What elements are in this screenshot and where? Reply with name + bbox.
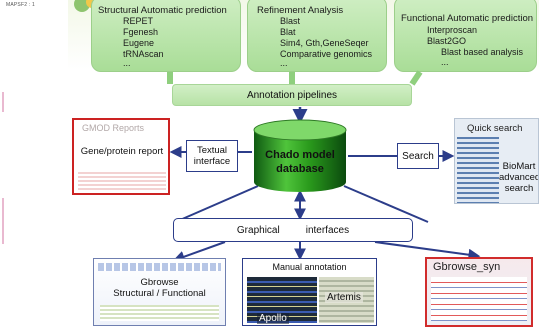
chado-to-gbrowse-diagonal: [179, 185, 259, 221]
interfaces-word: interfaces: [305, 224, 350, 236]
refinement-item: Blat: [280, 27, 296, 37]
edge-mark: [2, 92, 4, 112]
chado-database-icon: Chado model database: [253, 119, 347, 192]
artemis-screenshot: Artemis: [319, 277, 374, 323]
gmod-reports-panel: GMOD Reports Gene/protein report: [72, 118, 170, 195]
functional-item: Blast based analysis: [441, 47, 524, 57]
gbrowse-subtitle: Structural / Functional: [113, 288, 206, 299]
apollo-label: Apollo: [257, 313, 289, 324]
refinement-analysis-box: Refinement Analysis Blast Blat Sim4, Gth…: [247, 0, 387, 72]
structural-item: tRNAscan: [123, 49, 164, 59]
functional-title: Functional Automatic prediction: [401, 13, 534, 24]
gbrowse-title: Gbrowse: [140, 277, 179, 288]
gbrowse-tracks: [100, 305, 219, 321]
gbrowse-panel: Gbrowse Structural / Functional: [93, 258, 226, 326]
chado-label-line1: Chado model: [265, 149, 335, 161]
structural-prediction-box: Structural Automatic prediction REPET Fg…: [91, 0, 241, 72]
gmod-reports-title: GMOD Reports: [82, 123, 145, 133]
figure-id: MAPSF2 : 1: [6, 2, 35, 8]
refinement-item: Blast: [280, 16, 301, 26]
structural-title: Structural Automatic prediction: [98, 5, 227, 16]
manual-annotation-title: Manual annotation: [272, 262, 347, 272]
functional-prediction-box: Functional Automatic prediction Interpro…: [394, 0, 537, 72]
annotation-pipelines-band: Annotation pipelines: [172, 84, 412, 106]
edge-mark: [2, 198, 4, 244]
graphical-interfaces-band: Graphical interfaces: [173, 218, 413, 242]
gbrowse-syn-panel: Gbrowse_syn: [425, 257, 533, 327]
refinement-item: Comparative genomics: [280, 49, 373, 59]
graphical-word: Graphical: [236, 224, 280, 236]
gbrowse-syn-title: Gbrowse_syn: [433, 261, 501, 273]
gene-protein-report: Gene/protein report: [80, 146, 164, 157]
report-table-preview: [78, 170, 166, 190]
apollo-screenshot: Apollo: [247, 277, 317, 324]
functional-to-pipeline: [409, 70, 423, 86]
structural-item: REPET: [123, 16, 154, 26]
biomart-advanced-search: BioMart advanced search: [499, 161, 539, 194]
graphical-to-gbrowse-arrow: [172, 241, 226, 263]
chado-to-syn-diagonal: [343, 185, 429, 223]
chado-label-line2: database: [276, 163, 324, 175]
artemis-label: Artemis: [325, 292, 363, 303]
gbrowse-syn-tracks: [431, 277, 527, 321]
textual-interface-box: Textual interface: [186, 140, 238, 172]
functional-item: Interproscan: [427, 25, 478, 35]
quick-search-title: Quick search: [467, 123, 523, 134]
structural-item: Eugene: [123, 38, 155, 48]
refinement-title: Refinement Analysis: [257, 5, 344, 16]
refinement-item: Sim4, Gth,GeneSeqer: [280, 38, 369, 48]
functional-item: Blast2GO: [427, 36, 467, 46]
graphical-to-syn-arrow: [374, 241, 481, 261]
gbrowse-ruler: [98, 263, 221, 271]
structural-item: Fgenesh: [123, 27, 159, 37]
functional-item: ...: [441, 57, 449, 67]
manual-annotation-panel: Manual annotation Apollo Artemis: [242, 258, 377, 326]
refinement-item: ...: [280, 58, 288, 68]
search-box: Search: [397, 143, 439, 169]
structural-item: ...: [123, 58, 131, 68]
quick-search-panel: Quick search BioMart advanced search: [454, 118, 539, 204]
search-screenshot-preview: [457, 137, 499, 203]
